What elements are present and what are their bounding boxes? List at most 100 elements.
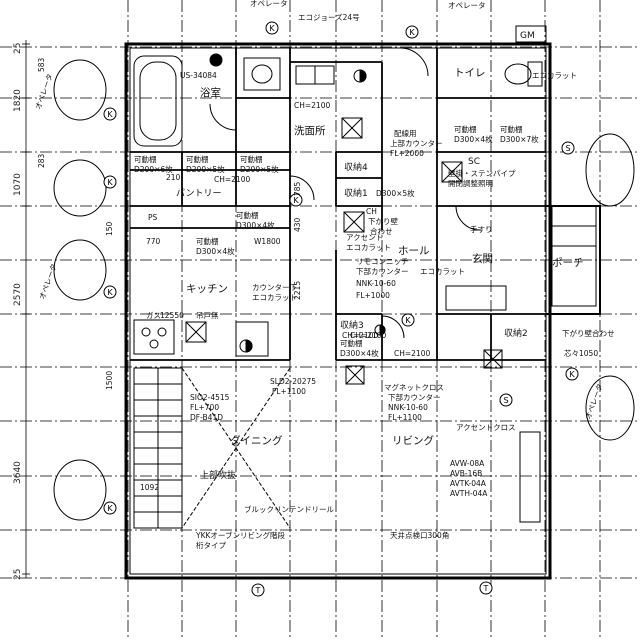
- room-void: 上部吹抜: [200, 469, 236, 481]
- label-operator-top2: オペレータ: [448, 1, 486, 10]
- label-avb: AVB-16B: [450, 469, 482, 478]
- dimension-lines: [22, 40, 30, 578]
- label-sio2: SIO2-4515: [190, 393, 230, 402]
- label-ps: PS: [148, 213, 158, 222]
- room-genkan: 玄関: [472, 252, 493, 265]
- dimension-labels: 25 1820 1070 2570 3640 25 583 283 210 78…: [13, 43, 302, 580]
- label-center-1050: 芯々1050: [564, 348, 598, 358]
- label-shelf-toilet1-size: D300×4枚: [454, 134, 493, 144]
- label-remote-fl: FL+1000: [356, 291, 390, 300]
- label-kitchen-shelf1-size: D300×4枚: [236, 220, 275, 230]
- svg-text:K: K: [405, 316, 411, 325]
- dim-1820: 1820: [13, 89, 23, 112]
- dim-150: 150: [105, 221, 114, 236]
- dim-283: 283: [37, 153, 46, 168]
- label-handrail: 手すり: [470, 224, 493, 234]
- label-shelf-toilet2: 可動棚: [500, 124, 523, 134]
- label-wiring-fl: FL+2000: [390, 149, 424, 158]
- room-hall: ホール: [398, 245, 430, 257]
- svg-text:T: T: [255, 586, 261, 595]
- label-avw: AVW-08A: [450, 459, 485, 468]
- label-w1800: W1800: [254, 237, 281, 246]
- room-toilet: トイレ: [454, 67, 486, 79]
- svg-text:K: K: [293, 196, 299, 205]
- dim-1070: 1070: [13, 173, 23, 196]
- label-ch-hall: CH: [366, 207, 377, 216]
- label-pantry-shelf2-size: D200×5枚: [186, 164, 225, 174]
- staircase: [133, 367, 183, 529]
- label-hang-wall-porch: 下がり壁合わせ: [562, 328, 615, 338]
- label-magnet-cloth: マグネットクロス: [384, 382, 444, 392]
- label-ch-storage2: CH=2100: [394, 349, 430, 358]
- room-dining: ダイニング: [230, 434, 283, 447]
- label-wall-pipe: 壁掛・ステンパイプ: [448, 168, 516, 178]
- label-wiring: 配線用: [394, 128, 417, 138]
- label-ch-washroom: CH=2100: [294, 101, 330, 110]
- label-pantry-shelf1-size: D200×6枚: [134, 164, 173, 174]
- label-remote-nnk: NNK-10-60: [356, 279, 396, 288]
- label-storage3-shelf: 可動棚: [340, 338, 363, 348]
- label-dfb41d: DF-B41D: [190, 413, 223, 422]
- label-storage3-size: D300×4枚: [340, 348, 379, 358]
- room-washroom: 洗面所: [294, 125, 326, 137]
- label-avth: AVTH-04A: [450, 489, 488, 498]
- label-shelf-toilet2-size: D300×7枚: [500, 134, 539, 144]
- label-light: 開閉調整照明: [448, 178, 493, 188]
- svg-text:K: K: [569, 370, 575, 379]
- room-sc: SC: [468, 157, 480, 167]
- label-pantry-shelf1: 可動棚: [134, 154, 157, 164]
- svg-text:K: K: [107, 178, 113, 187]
- label-genkan-ecocarat: エコカラット: [420, 267, 465, 276]
- room-pantry: パントリー: [176, 188, 221, 199]
- room-bath: 浴室: [200, 86, 221, 99]
- svg-text:K: K: [269, 24, 275, 33]
- label-wiring-counter: 上部カウンター: [390, 138, 443, 148]
- label-accent-cloth: アクセントクロス: [456, 423, 516, 432]
- dim-770: 770: [146, 237, 161, 246]
- dim-210: 210: [166, 173, 181, 182]
- label-kitchen-shelf2: 可動棚: [196, 236, 219, 246]
- label-pantry-shelf2: 可動棚: [186, 154, 209, 164]
- label-operator-left1: オペレータ: [33, 72, 54, 110]
- room-storage1: 収納1: [344, 187, 368, 199]
- label-accent: アクセント: [346, 233, 383, 242]
- label-shelf-toilet1: 可動棚: [454, 124, 477, 134]
- room-storage4: 収納4: [344, 161, 368, 173]
- room-porch: ポーチ: [552, 257, 584, 269]
- label-ch-pantry: CH=2100: [214, 175, 250, 184]
- room-kitchen: キッチン: [186, 283, 228, 295]
- svg-text:S: S: [565, 144, 570, 153]
- label-operator-top1: オペレータ: [250, 0, 288, 8]
- label-hang-wall-fit: 合わせ: [370, 226, 393, 236]
- label-us34084: US-34084: [180, 71, 217, 80]
- label-sld2: SLD2-20275: [270, 377, 316, 386]
- label-storage1-size: D300×5枚: [376, 188, 415, 198]
- label-living-nnk: NNK-10-60: [388, 403, 428, 412]
- washbasin: [243, 57, 281, 91]
- dim-2215: 2215: [293, 281, 302, 300]
- label-ch-storage3: CH=2100: [350, 331, 386, 340]
- label-avtk: AVTK-04A: [450, 479, 487, 488]
- label-accent-ecocarat: エコカラット: [346, 243, 391, 252]
- label-gas: ガス: [146, 310, 161, 320]
- dim-583: 583: [37, 57, 46, 72]
- svg-text:T: T: [483, 584, 489, 593]
- room-storage3: 収納3: [340, 319, 364, 331]
- dim-25-bottom: 25: [13, 569, 23, 580]
- interior-walls: [130, 48, 546, 361]
- label-1092: 1092: [140, 483, 159, 492]
- label-brooklyn: ブルックリンテンドリール: [244, 504, 334, 514]
- label-hang-wall: 下がり壁: [368, 216, 398, 226]
- label-pantry-shelf3-size: D200×5枚: [240, 164, 279, 174]
- label-remote-counter: 下部カウンター: [356, 266, 409, 276]
- dim-25-top: 25: [13, 43, 23, 54]
- dim-3640: 3640: [13, 461, 23, 484]
- label-counter-under: カウンター下: [252, 283, 297, 292]
- label-water-heater: エコジョーズ24号: [298, 12, 360, 22]
- bathtub: [133, 55, 183, 147]
- fixtures: [133, 47, 597, 529]
- room-gm: GM: [520, 31, 535, 41]
